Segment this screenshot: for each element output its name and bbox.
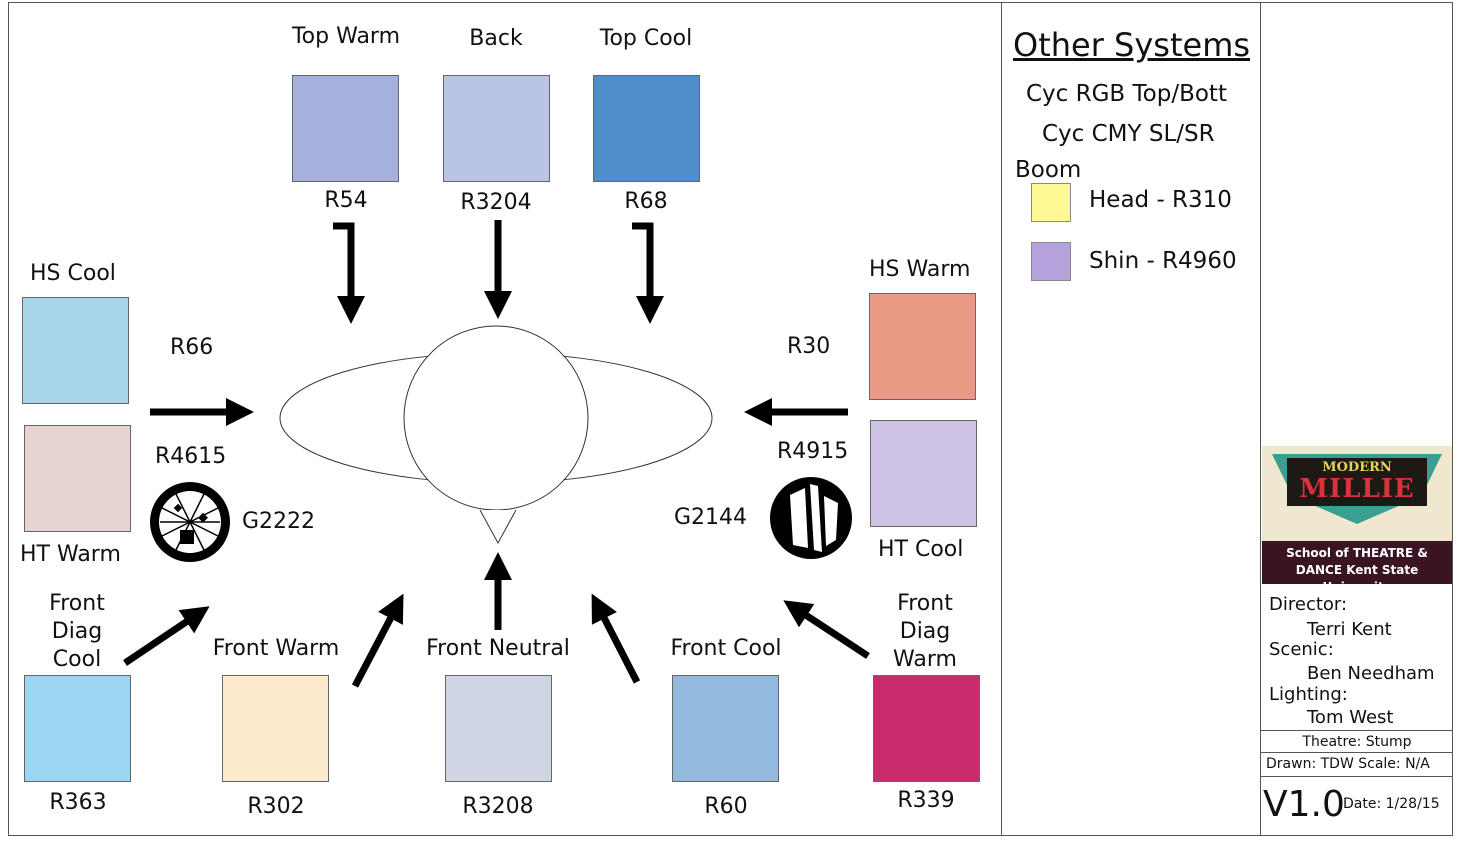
hs-warm-gel: R30 — [787, 334, 831, 359]
divider — [1001, 2, 1002, 836]
nose-icon — [479, 509, 517, 545]
front-diag-cool-label: Front Diag Cool — [49, 591, 105, 672]
arrow-top-cool — [632, 222, 664, 324]
drawing-frame — [8, 2, 1453, 836]
divider — [1261, 752, 1453, 753]
front-warm-swatch — [222, 675, 329, 782]
top-cool-label: Top Cool — [599, 26, 693, 51]
front-cool-label: Front Cool — [670, 636, 782, 661]
front-warm-label: Front Warm — [212, 636, 340, 661]
ht-cool-gel: R4915 — [777, 439, 849, 464]
ht-warm-swatch — [24, 425, 131, 532]
director-name: Terri Kent — [1307, 619, 1392, 640]
top-warm-gel: R54 — [324, 188, 368, 213]
scenic-label: Scenic: — [1269, 639, 1334, 660]
front-diag-cool-swatch — [24, 675, 131, 782]
front-cool-gel: R60 — [704, 794, 748, 819]
top-warm-label: Top Warm — [291, 24, 401, 49]
hs-warm-label: HS Warm — [869, 257, 971, 282]
arrow-front-warm — [351, 593, 404, 688]
arrow-top-warm — [333, 222, 365, 324]
version: V1.0 — [1263, 784, 1345, 825]
front-diag-warm-label: Front Diag Warm — [893, 591, 957, 672]
arrow-front-cool — [591, 593, 641, 684]
show-logo: MODERN MILLIE — [1262, 446, 1452, 541]
actor-head-icon — [403, 325, 589, 511]
arrow-front-diag-cool — [123, 606, 210, 666]
hs-cool-label: HS Cool — [30, 261, 116, 286]
boom-shin-swatch — [1031, 242, 1071, 281]
ht-cool-label: HT Cool — [878, 537, 964, 562]
ht-warm-gel: R4615 — [155, 444, 227, 469]
boom-shin-label: Shin - R4960 — [1089, 248, 1237, 274]
other-item: Cyc RGB Top/Bott — [1026, 81, 1227, 107]
drawn-scale-info: Drawn: TDW Scale: N/A — [1266, 756, 1430, 772]
date: Date: 1/28/15 — [1343, 796, 1440, 812]
divider — [1260, 2, 1261, 836]
front-neutral-label: Front Neutral — [426, 636, 570, 661]
theatre-info: Theatre: Stump — [1302, 734, 1412, 750]
arrow-front-diag-warm — [783, 600, 870, 659]
front-diag-cool-gel: R363 — [49, 790, 107, 815]
back-label: Back — [469, 26, 523, 51]
director-label: Director: — [1269, 594, 1348, 615]
school-logo: School of THEATRE & DANCE Kent State Uni… — [1262, 541, 1452, 584]
lighting-label: Lighting: — [1269, 684, 1348, 705]
gobo-g2222-icon — [150, 482, 230, 562]
front-cool-swatch — [672, 675, 779, 782]
front-diag-warm-swatch — [873, 675, 980, 782]
front-diag-warm-gel: R339 — [897, 788, 955, 813]
top-cool-swatch — [593, 75, 700, 182]
boom-head-label: Head - R310 — [1089, 187, 1232, 213]
hs-cool-gel: R66 — [170, 335, 214, 360]
lighting-name: Tom West — [1307, 707, 1394, 728]
front-neutral-gel: R3208 — [462, 794, 534, 819]
back-gel: R3204 — [460, 190, 532, 215]
hs-cool-swatch — [22, 297, 129, 404]
front-warm-gel: R302 — [247, 794, 305, 819]
scenic-name: Ben Needham — [1307, 663, 1435, 684]
divider — [1261, 776, 1453, 777]
other-systems-title: Other Systems — [1013, 26, 1251, 64]
front-neutral-swatch — [445, 675, 552, 782]
back-swatch — [443, 75, 550, 182]
gobo-g2144-icon — [770, 477, 852, 559]
boom-head-swatch — [1031, 183, 1071, 222]
gobo-right-label: G2144 — [674, 505, 748, 530]
top-cool-gel: R68 — [624, 189, 668, 214]
top-warm-swatch — [292, 75, 399, 182]
other-item: Cyc CMY SL/SR — [1042, 121, 1215, 147]
ht-cool-swatch — [870, 420, 977, 527]
boom-label: Boom — [1015, 157, 1082, 183]
gobo-left-label: G2222 — [242, 509, 316, 534]
ht-warm-label: HT Warm — [20, 542, 121, 567]
hs-warm-swatch — [869, 293, 976, 400]
divider — [1261, 730, 1453, 731]
plot-diagram — [123, 220, 870, 688]
